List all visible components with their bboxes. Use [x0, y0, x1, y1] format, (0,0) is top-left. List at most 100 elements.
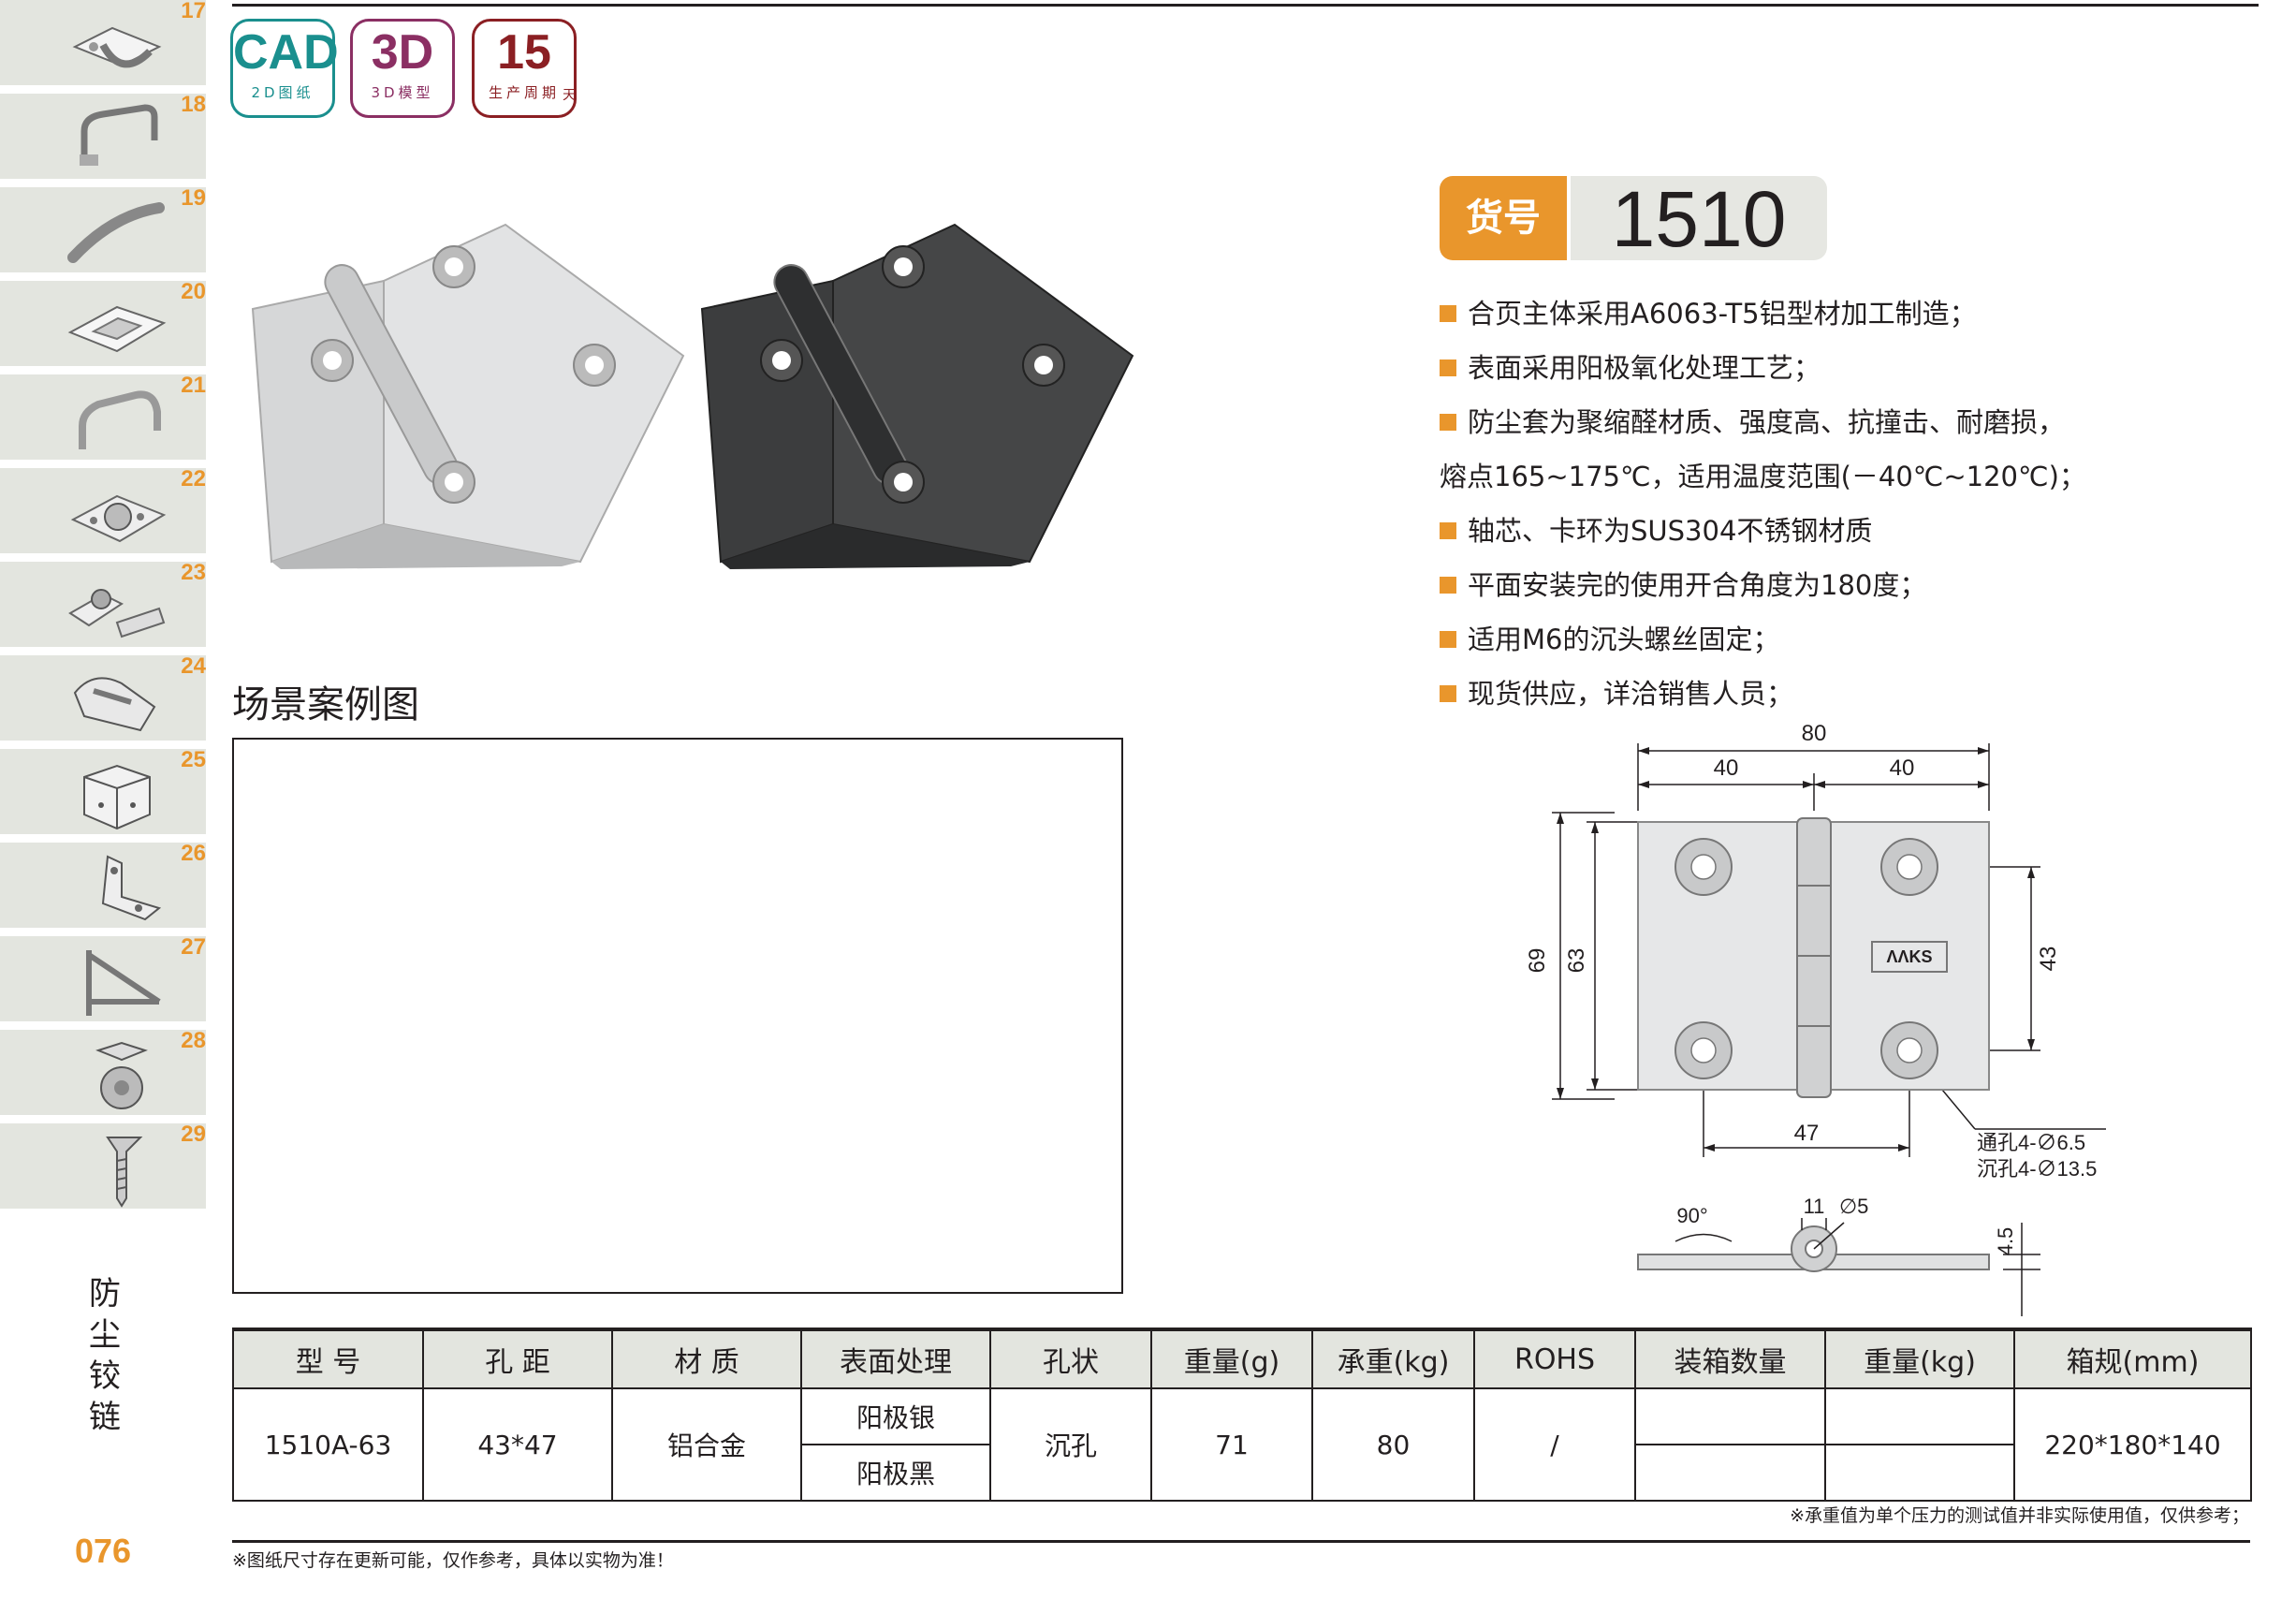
sidebar-tab-18[interactable]: 18: [0, 92, 206, 183]
col-header: 重量(g): [1150, 1328, 1313, 1389]
cad-badge-caption: 2D图纸: [251, 84, 314, 101]
bullet-icon: [1440, 414, 1456, 431]
dim-thickness: 4.5: [1994, 1227, 2017, 1256]
3d-badge-caption: 3D模型: [371, 84, 434, 101]
bullet-icon: [1440, 359, 1456, 376]
sidebar-tab-17[interactable]: 17: [0, 0, 206, 90]
black-hinge-image: [700, 223, 1134, 569]
through-hole-label: 通孔4-∅6.5: [1977, 1131, 2085, 1154]
sidebar-tab-number: 29: [181, 1122, 206, 1147]
scene-image-placeholder: [232, 738, 1123, 1294]
shelf-bracket-icon: [86, 950, 161, 1016]
lead-time-unit: 天: [563, 88, 576, 103]
sidebar-tab-26[interactable]: 26: [0, 841, 206, 932]
table-row: 1510A-63 43*47 铝合金 阳极银 沉孔 71 80 / 220*18…: [232, 1387, 2252, 1502]
cell-weight: 71: [1150, 1387, 1313, 1502]
dim-hole-pitch-v: 43: [2036, 946, 2061, 972]
footer-note: ※图纸尺寸存在更新可能，仅作参考，具体以实物为准！: [232, 1550, 674, 1571]
cell-hole-type: 沉孔: [989, 1387, 1152, 1502]
col-header: 箱规(mm): [2013, 1328, 2252, 1389]
feature-item: 合页主体采用A6063-T5铝型材加工制造；: [1440, 286, 2245, 341]
dim-overall-width: 80: [1802, 721, 1827, 746]
lead-time-badge: 15 生产周期 天: [472, 19, 577, 118]
product-photos: [251, 223, 1134, 569]
cell-finish-black: 阳极黑: [800, 1444, 991, 1502]
sidebar-tab-24[interactable]: 24: [0, 653, 206, 745]
col-header: 孔 距: [422, 1328, 613, 1389]
top-rule: [232, 4, 2259, 7]
sidebar-tab-number: 25: [181, 747, 206, 772]
technical-drawing: 80 40 40 69 63 43 47 通孔4-∅6.5 沉孔4-∅13.5 …: [1525, 721, 2106, 1316]
3d-badge-title: 3D: [371, 25, 434, 80]
bullet-icon: [1440, 631, 1456, 648]
sidebar-tab-number: 28: [181, 1028, 206, 1053]
angle-bracket-icon: [101, 855, 162, 921]
dim-leaf-height: 63: [1564, 948, 1589, 974]
cell-pack-qty: [1634, 1387, 1826, 1445]
sidebar-tab-number: 23: [181, 560, 206, 585]
ring-pull-icon: [72, 26, 162, 68]
sidebar-tab-number: 21: [181, 373, 206, 398]
cell-pack-weight: [1824, 1444, 2015, 1502]
logo-mark: [1871, 941, 1948, 973]
bow-handle-icon: [67, 202, 165, 263]
sidebar-tab-21[interactable]: 21: [0, 373, 206, 464]
bullet-icon: [1440, 305, 1456, 322]
sidebar-tab-number: 22: [181, 466, 206, 491]
sidebar-tab-22[interactable]: 22: [0, 466, 206, 558]
dim-half-width-left: 40: [1714, 755, 1739, 781]
feature-item: 表面采用阳极氧化处理工艺；: [1440, 341, 2245, 395]
toggle-latch-icon: [68, 589, 166, 638]
sidebar-tab-29[interactable]: 29: [0, 1122, 206, 1213]
lead-time-caption: 生产周期: [488, 84, 560, 101]
corner-guard-icon: [83, 764, 151, 830]
sidebar-tab-27[interactable]: 27: [0, 934, 206, 1026]
sidebar-tab-28[interactable]: 28: [0, 1028, 206, 1120]
sidebar-tab-number: 24: [181, 653, 206, 679]
cell-load: 80: [1311, 1387, 1475, 1502]
silver-hinge-image: [251, 223, 685, 569]
recessed-pull-icon: [67, 305, 167, 353]
item-number-label: 货号: [1440, 176, 1567, 260]
category-label: 防尘铰链: [89, 1275, 121, 1436]
cad-badge-title: CAD: [233, 25, 339, 80]
col-header: 表面处理: [800, 1328, 991, 1389]
bullet-icon: [1440, 522, 1456, 539]
cell-model: 1510A-63: [232, 1387, 424, 1502]
col-header: 重量(kg): [1824, 1328, 2015, 1389]
col-header: ROHS: [1473, 1328, 1636, 1389]
sidebar-tab-23[interactable]: 23: [0, 560, 206, 652]
feature-item: 平面安装完的使用开合角度为180度；: [1440, 558, 2245, 612]
col-header: 装箱数量: [1634, 1328, 1826, 1389]
draw-latch-icon: [73, 677, 156, 732]
cell-pitch: 43*47: [422, 1387, 613, 1502]
sidebar-tab-number: 19: [181, 185, 206, 211]
cell-pack-qty: [1634, 1444, 1826, 1502]
item-number-value: 1510: [1571, 176, 1827, 262]
cell-rohs: /: [1473, 1387, 1636, 1502]
dim-pin-diameter: ∅5: [1839, 1195, 1868, 1218]
sidebar-tab-20[interactable]: 20: [0, 279, 206, 371]
3d-model-badge[interactable]: 3D 3D模型: [350, 19, 455, 118]
bullet-icon: [1440, 685, 1456, 702]
scene-title: 场景案例图: [232, 683, 419, 726]
table-header-row: 型 号 孔 距 材 质 表面处理 孔状 重量(g) 承重(kg) ROHS 装箱…: [232, 1328, 2252, 1389]
col-header: 孔状: [989, 1328, 1152, 1389]
feature-list: 合页主体采用A6063-T5铝型材加工制造； 表面采用阳极氧化处理工艺； 防尘套…: [1440, 286, 2245, 721]
feature-item: 现货供应，详洽销售人员；: [1440, 667, 2245, 721]
tube-handle-icon: [79, 390, 161, 449]
cad-badge[interactable]: CAD 2D图纸: [230, 19, 339, 118]
bottom-rule: [232, 1540, 2250, 1543]
feature-item: 适用M6的沉头螺丝固定；: [1440, 612, 2245, 667]
bullet-icon: [1440, 577, 1456, 594]
butterfly-latch-icon: [70, 494, 167, 543]
dim-knuckle-width: 11: [1804, 1195, 1825, 1218]
cell-finish-silver: 阳极银: [800, 1387, 991, 1445]
sidebar-tab-25[interactable]: 25: [0, 747, 206, 839]
cell-carton: 220*180*140: [2013, 1387, 2252, 1502]
dim-overall-height: 69: [1525, 948, 1550, 974]
sidebar-tab-number: 17: [181, 0, 206, 23]
sidebar-tab-19[interactable]: 19: [0, 185, 206, 277]
dim-hole-pitch-h: 47: [1794, 1121, 1820, 1146]
page-number: 076: [75, 1532, 132, 1570]
